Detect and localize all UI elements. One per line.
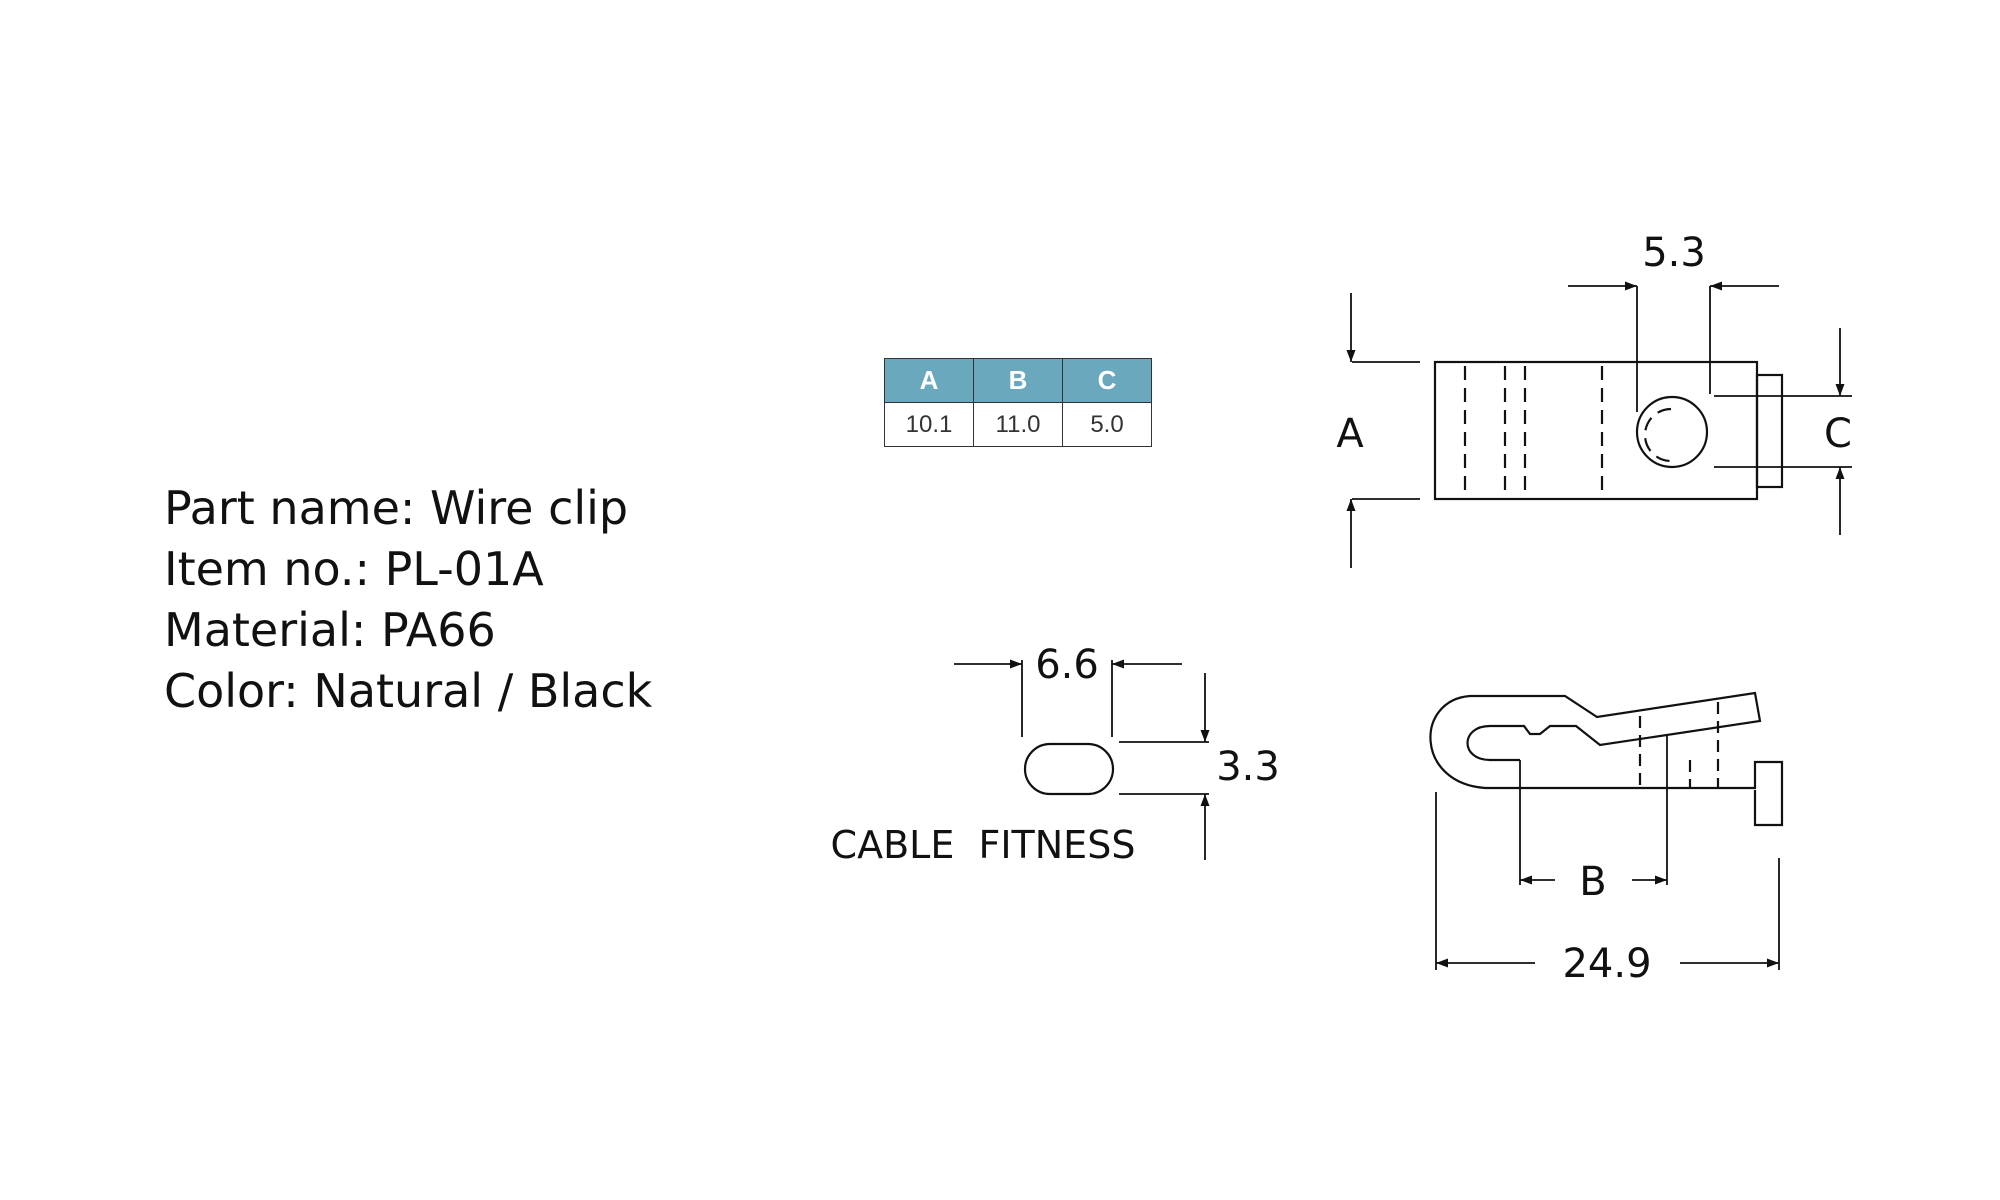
dim-6-6-label: 6.6 [1035,642,1099,688]
top-view-hole [1635,395,1709,469]
dimension-table: A B C 10.1 11.0 5.0 [884,358,1152,447]
top-view-hidden-lines [1463,366,1672,496]
dimension-header-a: A [884,358,974,403]
dim-b-lines [1519,736,1668,885]
dimension-value-a: 10.1 [884,402,974,447]
dim-24-9-label: 24.9 [1562,941,1651,987]
color-line: Color: Natural / Black [164,664,653,718]
dimension-value-c: 5.0 [1062,402,1152,447]
top-view-tab [1755,373,1784,489]
side-view-hook-outline [1429,691,1762,790]
dim-6-6-lines [954,659,1182,737]
item-number-line: Item no.: PL-01A [164,542,544,596]
dim-a-label: A [1336,411,1364,457]
part-name-line: Part name: Wire clip [164,481,629,535]
side-view [1429,691,1784,970]
side-view-hidden-lines [1638,702,1720,788]
dim-c-extension-lines [1714,328,1852,535]
dim-a-extension-lines [1346,293,1420,568]
dim-24-9-lines [1435,792,1780,970]
dimension-table-value-row: 10.1 11.0 5.0 [884,402,1152,447]
top-view [1346,281,1852,568]
dim-5-3-lines [1568,281,1779,412]
dimension-header-c: C [1062,358,1152,403]
top-view-body-outline [1433,360,1759,501]
side-view-base-arm [1485,760,1784,827]
dimension-value-b: 11.0 [973,402,1063,447]
dimension-table-header-row: A B C [884,358,1152,403]
dim-5-3-label: 5.3 [1642,230,1706,276]
material-line: Material: PA66 [164,603,496,657]
dim-b-label: B [1579,859,1606,905]
cable-fitness-slot [1023,742,1115,796]
dim-3-3-label: 3.3 [1216,744,1280,790]
dim-c-label: C [1824,411,1852,457]
dim-3-3-lines [1119,673,1210,860]
part-specs: Part name: Wire clip Item no.: PL-01A Ma… [164,478,652,722]
cable-fitness-view [954,659,1210,860]
cable-fitness-caption: CABLE FITNESS [831,823,1136,867]
